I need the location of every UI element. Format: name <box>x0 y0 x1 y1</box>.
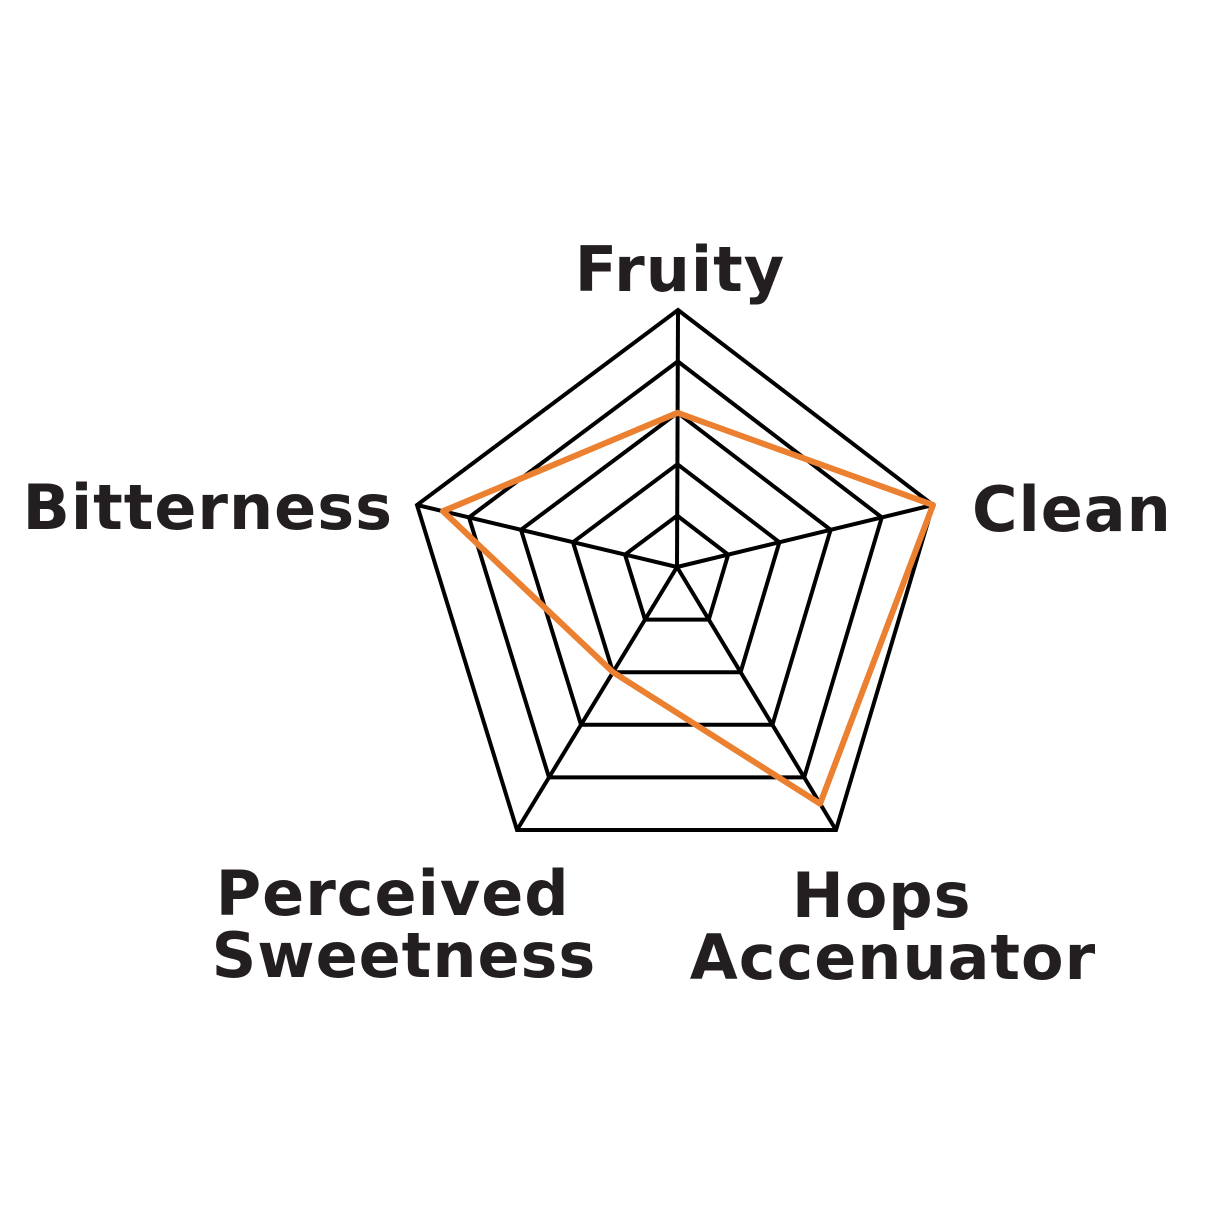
series-line-1 <box>440 409 936 807</box>
axis-label-perceived-sweetness: Perceived Sweetness <box>212 857 597 992</box>
axis-label-bitterness: Bitterness <box>23 471 393 544</box>
axis-spoke-1 <box>675 309 680 568</box>
grid-ring-4 <box>466 358 885 780</box>
axis-spoke-2 <box>676 503 934 569</box>
axis-spoke-3 <box>675 565 838 832</box>
axis-spoke-4 <box>515 565 679 832</box>
grid-ring-5 <box>414 307 936 832</box>
axis-label-clean: Clean <box>972 473 1172 546</box>
series-layer <box>440 409 936 807</box>
label-layer: Fruity Clean Hops Accenuator Perceived S… <box>23 233 1172 994</box>
grid-ring-1 <box>622 513 731 622</box>
grid-ring-2 <box>570 461 782 675</box>
axis-spoke-5 <box>416 503 678 569</box>
grid-layer <box>414 307 936 832</box>
axis-label-hops-accenuator: Hops Accenuator <box>690 859 1096 994</box>
grid-ring-3 <box>518 410 833 727</box>
axis-label-fruity: Fruity <box>575 233 785 306</box>
